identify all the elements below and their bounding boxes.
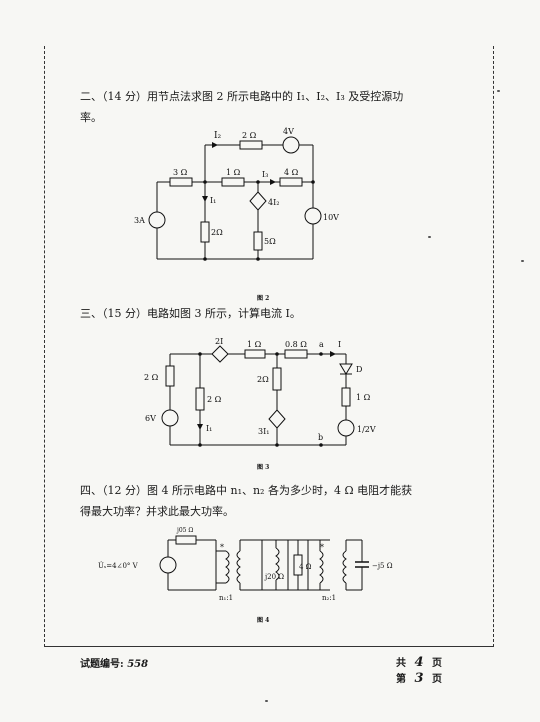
fig4-transformer2-secondary: [342, 550, 347, 584]
scan-speck: [521, 260, 524, 262]
fig3-resistor-1ohm-right: [341, 387, 351, 407]
fig2-dependent-source: [249, 191, 267, 211]
fig2-label-i3: I₃: [262, 170, 268, 179]
fig2-resistor-2ohm-top: [239, 140, 263, 150]
scan-speck: [265, 700, 268, 702]
fig2-label-i1: I₁: [210, 196, 216, 205]
fig4-label-r-top: j05 Ω: [176, 527, 193, 534]
fig3-voltage-source-half-v: [337, 419, 355, 437]
fig3-label-a: a: [319, 340, 324, 349]
scan-speck: [497, 90, 500, 92]
current-page-value: 3: [414, 671, 424, 686]
q4-text-line1: 四、（12 分）图 4 所示电路中 n₁、n₂ 各为多少时，4 Ω 电阻才能获: [80, 484, 413, 497]
fig4-impedance-top: [175, 535, 197, 545]
figure-3-caption: 图 3: [257, 464, 270, 471]
fig4-dot-2: *: [320, 543, 324, 552]
fig3-label-i1: I₁: [206, 424, 212, 433]
fig2-voltage-source-10v: [304, 207, 322, 225]
fig3-label-r-1: 1 Ω: [247, 340, 262, 349]
fig4-label-us: U̇ₛ=4∠0° V: [98, 562, 139, 570]
fig2-label-r-mid: 1 Ω: [226, 168, 241, 177]
total-pages: 共 4 页: [396, 655, 443, 670]
fig4-dot-1: *: [220, 543, 224, 552]
q2-text-line1: 二、（14 分）用节点法求图 2 所示电路中的 I₁、I₂、I₃ 及受控源功: [80, 90, 404, 103]
fig4-transformer1-secondary: [236, 550, 241, 584]
fig2-label-r-right: 4 Ω: [284, 168, 299, 177]
fig4-label-n1: n₁:1: [219, 594, 233, 602]
exam-code-value: 558: [127, 659, 149, 670]
fig3-label-r-08: 0.8 Ω: [285, 340, 307, 349]
fig3-label-r-2-mid: 2 Ω: [207, 395, 222, 404]
fig3-label-dep-i: 3I₁: [258, 427, 269, 436]
fig2-label-src-a: 3A: [134, 216, 145, 225]
fig2-resistor-2ohm: [200, 221, 210, 243]
fig2-current-source-3a: [148, 211, 166, 229]
fig3-dependent-voltage-source: [211, 345, 229, 363]
fig3-label-v12: 1/2V: [357, 425, 376, 434]
fig3-voltage-source-6v: [161, 409, 179, 427]
figure-4-caption: 图 4: [257, 617, 270, 624]
fig3-label-I: I: [338, 340, 341, 349]
fig2-label-i2: I₂: [214, 131, 222, 141]
fig3-label-b: b: [318, 433, 323, 442]
fig2-label-v-right: 10V: [323, 213, 339, 222]
fig2-label-r-top: 2 Ω: [242, 131, 257, 140]
fig4-transformer1-primary: [225, 550, 230, 584]
fig3-label-D: D: [356, 365, 362, 374]
fig2-resistor-4ohm: [279, 177, 303, 187]
fig4-inductor-j20: [275, 547, 280, 581]
figure-2-caption: 图 2: [257, 295, 270, 302]
fig3-resistor-2ohm-right: [272, 367, 282, 391]
q2-text-line2: 率。: [80, 111, 102, 124]
exam-code-label: 试题编号:: [80, 659, 124, 670]
fig3-label-v6: 6V: [145, 414, 156, 423]
fig3-label-r-2-left: 2 Ω: [144, 373, 159, 382]
fig3-diode: [339, 363, 353, 375]
fig3-resistor-1ohm: [244, 349, 266, 359]
fig3-resistor-2ohm-left: [165, 365, 175, 387]
fig3-dependent-current-source: [268, 409, 286, 429]
total-pages-value: 4: [414, 655, 424, 670]
fig2-resistor-5ohm: [253, 231, 263, 251]
current-page: 第 3 页: [396, 671, 443, 686]
fig2-label-dep: 4I₂: [268, 198, 279, 207]
fig4-label-j20: j20 Ω: [264, 573, 284, 581]
q3-text-line1: 三、（15 分）电路如图 3 所示，计算电流 I。: [80, 307, 301, 320]
fig2-resistor-3ohm: [169, 177, 193, 187]
fig2-label-r-left: 3 Ω: [173, 168, 188, 177]
fig3-label-r-2-right: 2Ω: [257, 375, 269, 384]
fig3-resistor-2ohm-mid: [195, 387, 205, 411]
exam-page: [44, 46, 494, 647]
fig2-resistor-1ohm: [221, 177, 245, 187]
fig3-label-r-1-right: 1 Ω: [356, 393, 371, 402]
fig4-voltage-source: [159, 556, 177, 574]
fig3-resistor-08ohm: [284, 349, 308, 359]
q4-text-line2: 得最大功率？并求此最大功率。: [80, 505, 234, 518]
fig3-label-dep-v: 2I: [215, 337, 223, 346]
fig2-label-r-5: 5Ω: [264, 237, 276, 246]
fig2-label-r-2: 2Ω: [211, 228, 223, 237]
fig4-label-r4: 4 Ω: [299, 563, 312, 571]
fig2-voltage-source-4v: [282, 136, 300, 154]
exam-code: 试题编号: 558: [80, 655, 148, 670]
fig4-label-mj5: −j5 Ω: [372, 562, 393, 570]
scan-speck: [428, 236, 431, 238]
fig4-transformer2-primary: [319, 550, 324, 584]
fig4-label-n2: n₂:1: [322, 594, 336, 602]
fig2-label-v-top: 4V: [283, 127, 294, 136]
